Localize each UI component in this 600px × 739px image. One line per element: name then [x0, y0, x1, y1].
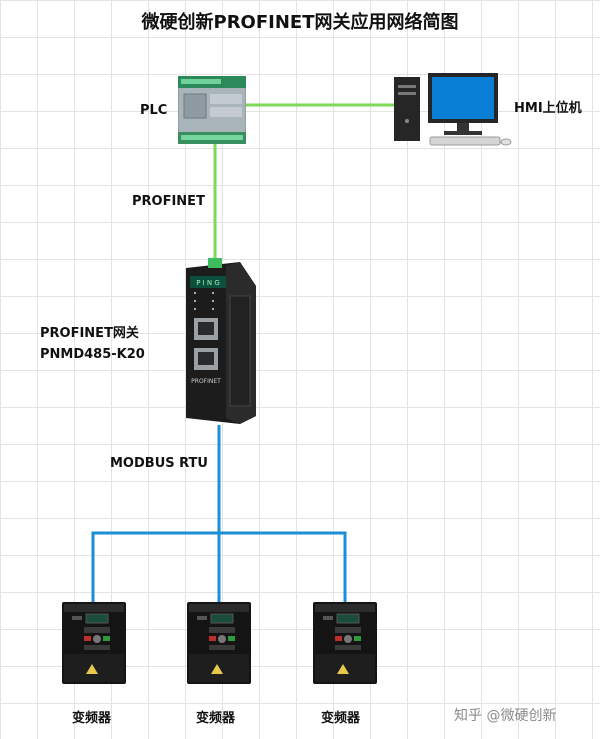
gateway-label-line1: PROFINET网关 [40, 326, 139, 341]
gateway-badge-text: P I N G [196, 279, 220, 287]
vfd-label-0: 变频器 [72, 711, 112, 726]
hmi-computer [394, 73, 512, 146]
vfd-label-1: 变频器 [196, 711, 236, 726]
diagram-title: 微硬创新PROFINET网关应用网络简图 [141, 12, 459, 33]
profinet-link-label: PROFINET [132, 194, 205, 209]
plc-device [178, 76, 246, 144]
vfd-label-2: 变频器 [321, 711, 361, 726]
modbus-link-label: MODBUS RTU [110, 456, 208, 471]
watermark: 知乎 @微硬创新 [454, 708, 557, 724]
vfd-device-2 [313, 602, 377, 684]
gateway-device: P I N G PROFINET [186, 258, 256, 424]
vfd-device-0 [62, 602, 126, 684]
gateway-label: PROFINET网关 PNMD485-K20 [40, 323, 145, 365]
gateway-label-line2: PNMD485-K20 [40, 347, 145, 362]
gateway-panel-text: PROFINET [191, 378, 221, 385]
vfd-device-1 [187, 602, 251, 684]
hmi-label: HMI上位机 [514, 101, 582, 116]
plc-label: PLC [140, 103, 168, 118]
